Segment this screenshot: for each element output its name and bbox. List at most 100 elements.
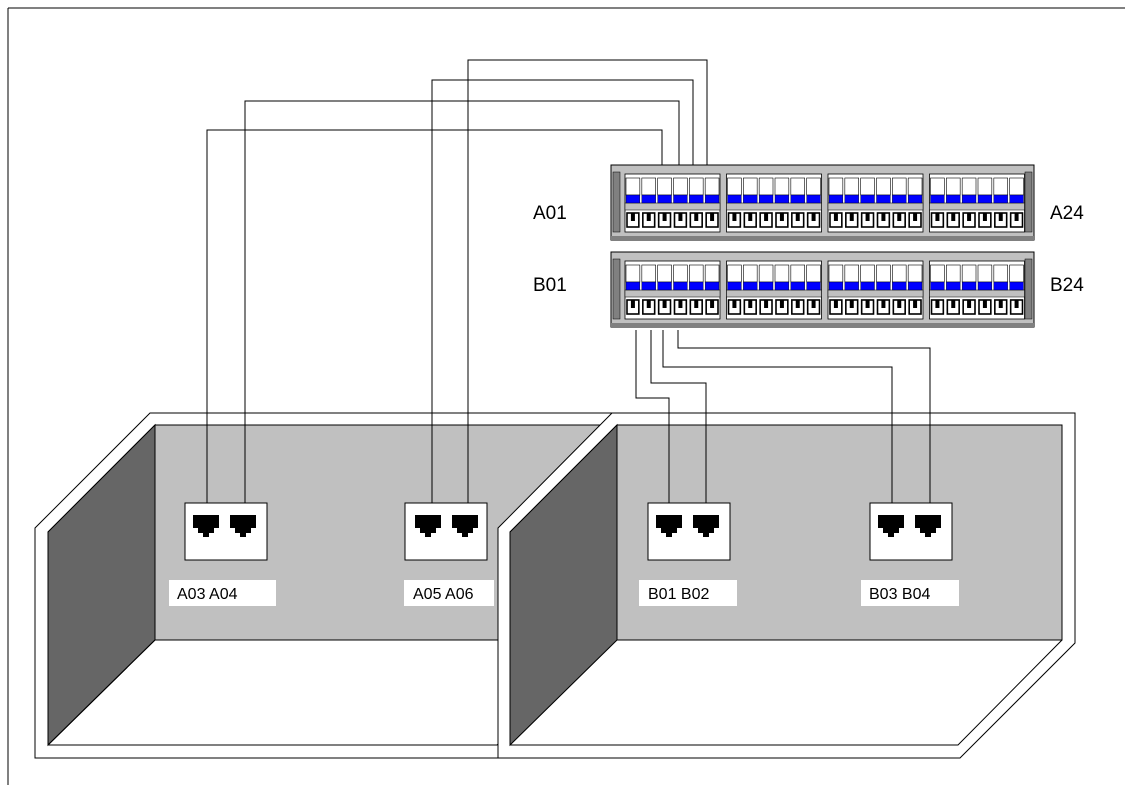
port-color-strip [930,281,945,291]
rj45-port-notch [764,213,769,221]
panel-b-right-label: B24 [1050,275,1084,296]
port-label-window [946,177,961,196]
port-label-window [993,177,1008,196]
rj45-port-notch [865,213,870,221]
rj45-port-notch [951,213,956,221]
port-label-window [907,264,923,283]
port-label-window [657,264,672,283]
port-label-window [828,177,844,196]
rj45-port-notch [897,300,902,308]
port-color-strip [806,281,821,291]
port-color-strip [727,281,742,291]
rj45-jack-icon [452,515,478,537]
rj45-port-notch [795,213,800,221]
port-color-strip [977,194,993,204]
port-label-window [907,177,923,196]
rj45-port-notch [998,300,1003,308]
rj45-port-notch [897,213,902,221]
port-color-strip [907,281,923,291]
port-color-strip [806,194,821,204]
cables [206,59,931,503]
rj45-port-notch [849,300,854,308]
port-label-window [790,264,805,283]
port-color-strip [961,194,977,204]
port-block-divider [827,202,924,211]
port-label-window [860,177,875,196]
wall-plate-b03-b04: B03 B04 [861,502,959,606]
port-label-window [727,264,742,283]
rj45-port-notch [967,300,972,308]
wall-plate-label: B01 B02 [648,586,709,603]
port-color-strip [673,281,688,291]
rj45-port-notch [732,300,737,308]
rj45-port-notch [694,213,699,221]
port-color-strip [625,281,641,291]
rj45-port-notch [646,213,651,221]
port-color-strip [774,194,790,204]
panel-a-right-label: A24 [1050,203,1084,224]
cable-b01 [635,330,670,503]
rj45-port-notch [630,213,635,221]
panel-rail-right [1024,258,1033,320]
rj45-port-notch [881,213,886,221]
port-color-strip [946,194,961,204]
panel-rail-right [1024,171,1033,233]
rj45-port-notch [951,300,956,308]
port-block-divider [827,289,924,298]
port-color-strip [930,194,945,204]
port-label-window [704,264,720,283]
rj45-jack-icon [230,515,256,537]
port-color-strip [774,281,790,291]
port-label-window [930,177,945,196]
port-label-window [961,264,977,283]
port-label-window [625,264,641,283]
port-label-window [1009,177,1024,196]
port-color-strip [657,194,672,204]
wall-plate-label: B03 B04 [869,586,930,603]
rj45-port-notch [935,213,940,221]
patch-panel-b [610,251,1035,328]
port-color-strip [961,281,977,291]
port-label-window [961,177,977,196]
panel-rail-left [612,171,621,233]
cable-a04 [244,100,680,503]
port-label-window [946,264,961,283]
port-label-window [743,177,758,196]
port-label-window [689,177,704,196]
port-color-strip [844,281,859,291]
rj45-port-notch [811,213,816,221]
port-color-strip [876,194,891,204]
port-color-strip [993,281,1008,291]
port-color-strip [892,194,907,204]
rj45-port-notch [662,300,667,308]
port-label-window [657,177,672,196]
rj45-port-notch [732,213,737,221]
port-block-divider [929,202,1025,211]
port-color-strip [844,194,859,204]
port-label-window [844,177,859,196]
port-color-strip [673,194,688,204]
rj45-port-notch [833,300,838,308]
port-label-window [704,177,720,196]
port-color-strip [758,281,774,291]
rj45-port-notch [748,213,753,221]
port-label-window [892,177,907,196]
wall-plate-label: A03 A04 [177,586,238,603]
port-color-strip [743,194,758,204]
port-color-strip [876,281,891,291]
port-label-window [892,264,907,283]
port-label-window [876,177,891,196]
port-color-strip [657,281,672,291]
rj45-port-notch [913,300,918,308]
port-label-window [828,264,844,283]
port-block-divider [624,289,721,298]
panel-b-left-label: B01 [533,275,567,296]
port-label-window [977,264,993,283]
port-color-strip [790,194,805,204]
port-block-divider [929,289,1025,298]
port-color-strip [758,194,774,204]
port-color-strip [993,194,1008,204]
rj45-jack-icon [915,515,941,537]
rj45-jack-icon [878,515,904,537]
